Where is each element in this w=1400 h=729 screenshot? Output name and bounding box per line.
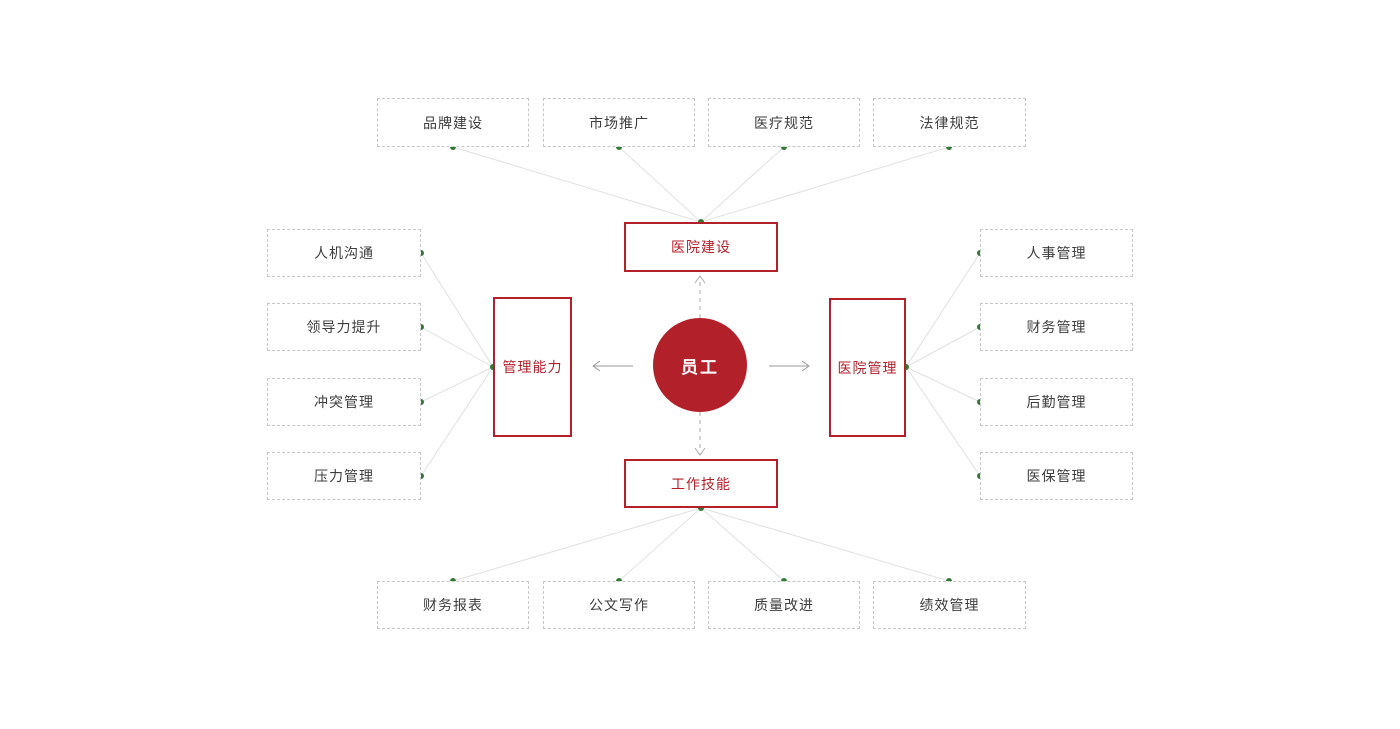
leaf-quality-improvement: 质量改进 [708, 581, 860, 629]
right-fan-lines [905, 252, 981, 477]
leaf-label: 财务报表 [423, 597, 483, 613]
left-fan-lines [420, 252, 494, 477]
leaf-label: 绩效管理 [919, 597, 980, 613]
leaf-label: 人事管理 [1026, 245, 1087, 261]
leaf-label: 人机沟通 [314, 245, 374, 261]
leaf-marketing: 市场推广 [543, 98, 695, 147]
hub-work-skills: 工作技能 [624, 459, 778, 508]
leaf-medical-standards: 医疗规范 [708, 98, 860, 147]
top-fan-lines [452, 146, 950, 223]
leaf-label: 医疗规范 [754, 114, 814, 131]
leaf-legal-standards: 法律规范 [873, 98, 1026, 147]
leaf-leadership-improvement: 领导力提升 [267, 303, 421, 351]
leaf-label: 后勤管理 [1026, 394, 1087, 410]
leaf-label: 财务管理 [1026, 319, 1087, 335]
center-arrow-left [592, 360, 633, 372]
leaf-stress-management: 压力管理 [267, 452, 421, 500]
leaf-label: 法律规范 [919, 114, 980, 131]
leaf-interpersonal-communication: 人机沟通 [267, 229, 421, 277]
leaf-document-writing: 公文写作 [543, 581, 695, 629]
leaf-conflict-management: 冲突管理 [267, 378, 421, 426]
leaf-label: 品牌建设 [423, 114, 483, 131]
bottom-fan-lines [452, 507, 950, 582]
hub-label: 工作技能 [671, 475, 731, 492]
hub-management-ability: 管理能力 [493, 297, 572, 437]
hub-label: 管理能力 [502, 359, 563, 375]
leaf-financial-reports: 财务报表 [377, 581, 529, 629]
leaf-finance-management: 财务管理 [980, 303, 1133, 351]
leaf-brand-building: 品牌建设 [377, 98, 529, 147]
leaf-insurance-management: 医保管理 [980, 452, 1133, 500]
leaf-logistics-management: 后勤管理 [980, 378, 1133, 426]
leaf-label: 质量改进 [754, 597, 814, 613]
hub-label: 医院管理 [837, 359, 898, 376]
leaf-hr-management: 人事管理 [980, 229, 1133, 277]
leaf-label: 压力管理 [314, 468, 374, 484]
leaf-label: 市场推广 [589, 114, 649, 131]
hub-label: 医院建设 [671, 239, 731, 255]
leaf-label: 公文写作 [589, 597, 649, 613]
center-arrow-up [694, 275, 706, 318]
center-node-employee: 员工 [653, 318, 747, 412]
leaf-label: 医保管理 [1026, 468, 1087, 484]
hub-hospital-management: 医院管理 [829, 298, 906, 437]
leaf-performance-management: 绩效管理 [873, 581, 1026, 629]
leaf-label: 冲突管理 [314, 394, 374, 410]
center-arrow-right [769, 360, 810, 372]
center-node-label: 员工 [681, 357, 719, 377]
leaf-label: 领导力提升 [306, 319, 382, 335]
hub-hospital-construction: 医院建设 [624, 222, 778, 272]
center-arrow-down [694, 412, 706, 456]
